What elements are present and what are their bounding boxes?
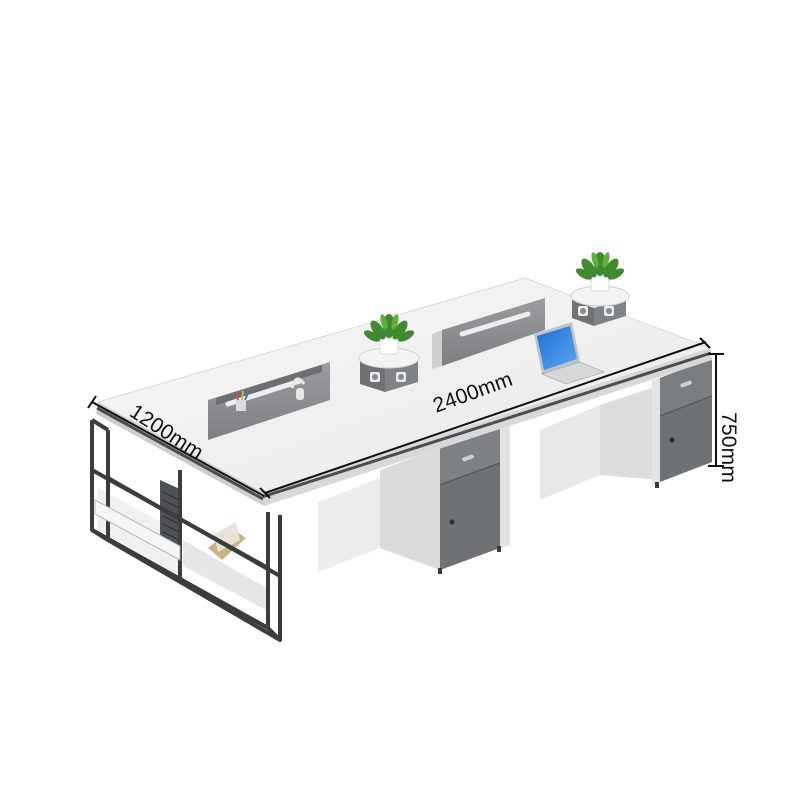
front-middle-pedestal bbox=[318, 420, 510, 574]
height-dimension-label: 750mm bbox=[717, 412, 740, 484]
left-frame-shelf bbox=[90, 418, 282, 642]
center-planter-box bbox=[358, 314, 420, 392]
laptop bbox=[534, 188, 606, 385]
privacy-panel-right bbox=[432, 298, 545, 369]
privacy-panel-left bbox=[208, 362, 330, 440]
dimension-lines bbox=[87, 337, 724, 499]
right-planter-box bbox=[570, 252, 630, 326]
back-right-pedestal bbox=[540, 358, 713, 500]
